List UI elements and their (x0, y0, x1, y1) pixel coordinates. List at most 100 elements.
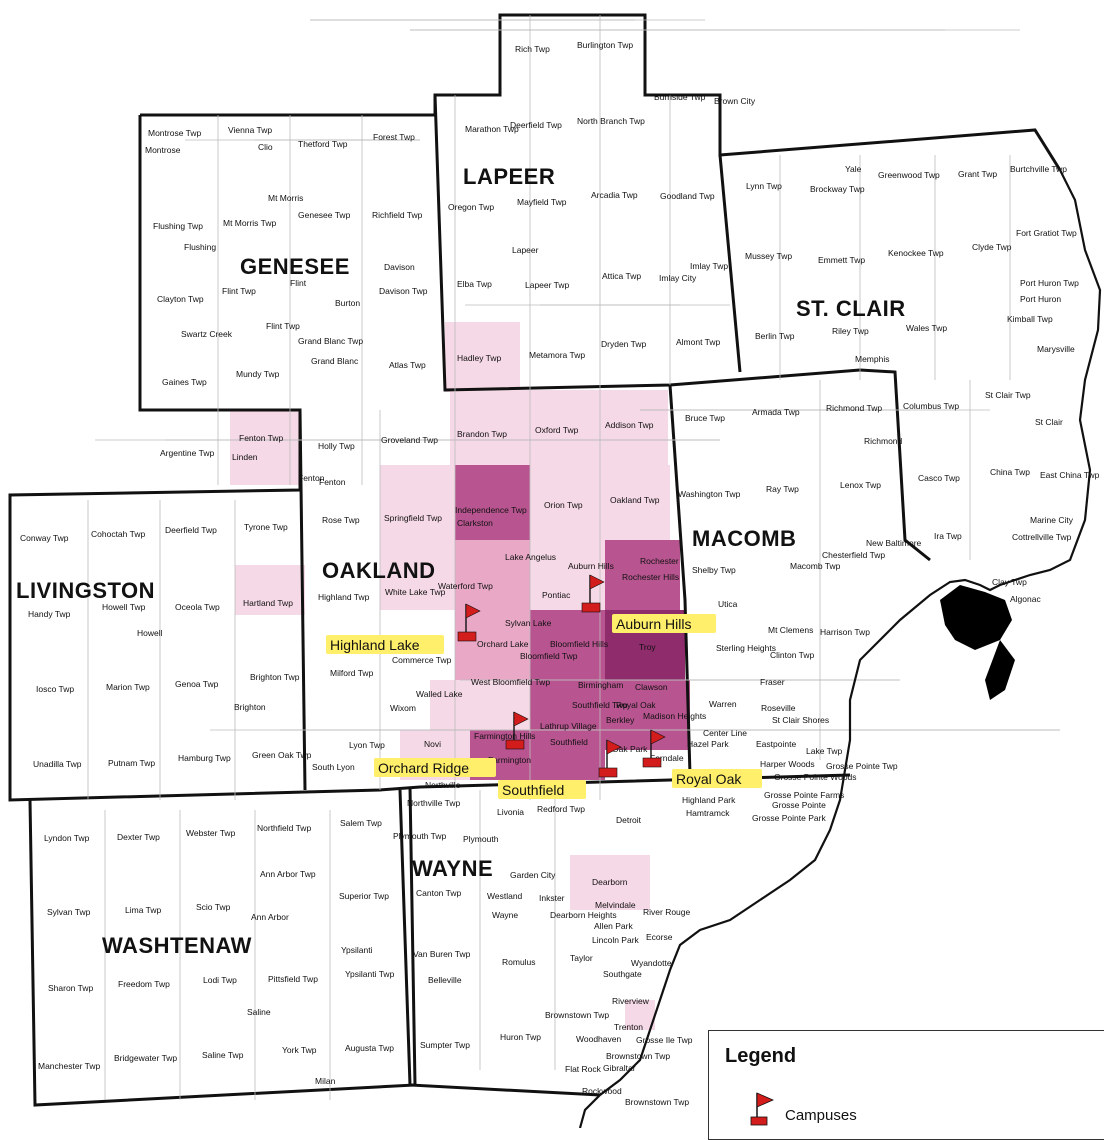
place-label: Harrison Twp (820, 627, 870, 637)
place-label: Montrose Twp (148, 128, 202, 138)
place-label: Bruce Twp (685, 413, 725, 423)
place-label: Deerfield Twp (165, 525, 217, 535)
place-label: Holly Twp (318, 441, 355, 451)
place-label: Auburn Hills (568, 561, 614, 571)
place-label: Flat Rock (565, 1064, 602, 1074)
place-label: Commerce Twp (392, 655, 452, 665)
place-label: Novi (424, 739, 441, 749)
place-label: Howell (137, 628, 163, 638)
place-label: Dearborn Heights (550, 910, 617, 920)
place-label: Milford Twp (330, 668, 374, 678)
campus-flag-royal-oak (642, 729, 666, 768)
legend: Legend Campuses (708, 1030, 1104, 1140)
place-label: Lathrup Village (540, 721, 597, 731)
place-label: Handy Twp (28, 609, 71, 619)
place-label: Hamtramck (686, 808, 730, 818)
shaded-area (605, 540, 680, 610)
place-label: Southfield Twp (572, 700, 628, 710)
place-label: Berlin Twp (755, 331, 795, 341)
place-label: Flint Twp (222, 286, 256, 296)
place-label: Grosse Pointe Woods (774, 772, 857, 782)
place-label: Farmington (488, 755, 531, 765)
place-label: Bloomfield Twp (520, 651, 578, 661)
place-label: Grand Blanc Twp (298, 336, 363, 346)
campus-flag-auburn-hills (581, 574, 605, 613)
place-label: New Baltimore (866, 538, 922, 548)
shaded-area (530, 540, 605, 610)
place-label: Flushing (184, 242, 216, 252)
place-label: Port Huron Twp (1020, 278, 1079, 288)
place-label: Yale (845, 164, 862, 174)
shaded-area (455, 610, 530, 680)
shaded-area (570, 855, 650, 910)
place-label: Casco Twp (918, 473, 960, 483)
place-label: Saline (247, 1007, 271, 1017)
place-label: St Clair Shores (772, 715, 829, 725)
place-label: Mundy Twp (236, 369, 280, 379)
shaded-area (455, 465, 530, 540)
shaded-area (625, 1000, 655, 1030)
place-label: Ferndale (650, 753, 684, 763)
place-label: Sylvan Lake (505, 618, 552, 628)
place-label: Grosse Pointe Farms (764, 790, 844, 800)
place-label: Grand Blanc (311, 356, 359, 366)
place-label: Orchard Lake (477, 639, 529, 649)
place-label: Wixom (390, 703, 416, 713)
place-label: Lenox Twp (840, 480, 881, 490)
place-label: Brockway Twp (810, 184, 865, 194)
county-label-wayne: WAYNE (412, 856, 493, 881)
shaded-area (598, 390, 668, 465)
shaded-area (530, 610, 605, 680)
place-label: Ann Arbor Twp (260, 869, 316, 879)
place-label: Hartland Twp (243, 598, 293, 608)
place-label: Berkley (606, 715, 635, 725)
place-label: Burtchville Twp (1010, 164, 1067, 174)
legend-item-campuses: Campuses (785, 1107, 857, 1124)
place-label: Richfield Twp (372, 210, 423, 220)
place-label: Ann Arbor (251, 912, 289, 922)
svg-text:Auburn Hills: Auburn Hills (616, 616, 691, 632)
place-label: Oregon Twp (448, 202, 494, 212)
place-label: Pontiac (542, 590, 571, 600)
place-label: Highland Park (682, 795, 736, 805)
place-label: Harper Woods (760, 759, 815, 769)
place-label: Lapeer (512, 245, 539, 255)
place-label: Dexter Twp (117, 832, 160, 842)
campus-label-auburn-hills: Auburn Hills (612, 614, 716, 633)
place-label: Webster Twp (186, 828, 236, 838)
place-label: Clyde Twp (972, 242, 1012, 252)
place-label: Grosse Ile Twp (636, 1035, 693, 1045)
place-label: Burlington Twp (577, 40, 633, 50)
place-label: Cottrellville Twp (1012, 532, 1072, 542)
place-label: Grosse Pointe (772, 800, 826, 810)
place-label: Genesee Twp (298, 210, 351, 220)
place-label: Imlay City (659, 273, 697, 283)
place-label: Trenton (614, 1022, 643, 1032)
place-label: York Twp (282, 1045, 317, 1055)
campus-flag-highland-lake (457, 603, 481, 642)
place-label: Lima Twp (125, 905, 161, 915)
place-label: Allen Park (594, 921, 633, 931)
place-label: Livonia (497, 807, 524, 817)
place-label: Howell Twp (102, 602, 146, 612)
place-label: Swartz Creek (181, 329, 233, 339)
place-label: Iosco Twp (36, 684, 74, 694)
place-label: Brownstown Twp (625, 1097, 689, 1107)
place-label: Columbus Twp (903, 401, 959, 411)
place-label: Lynn Twp (746, 181, 782, 191)
county-label-livingston: LIVINGSTON (16, 578, 155, 603)
place-label: Roseville (761, 703, 796, 713)
place-label: River Rouge (643, 907, 691, 917)
place-label: Chesterfield Twp (822, 550, 885, 560)
place-label: Rochester Hills (622, 572, 679, 582)
place-label: Unadilla Twp (33, 759, 82, 769)
place-label: Detroit (616, 815, 642, 825)
place-label: Macomb Twp (790, 561, 841, 571)
svg-text:Orchard Ridge: Orchard Ridge (378, 760, 469, 776)
svg-text:Royal Oak: Royal Oak (676, 771, 742, 787)
place-label: Riley Twp (832, 326, 869, 336)
place-label: Genoa Twp (175, 679, 219, 689)
